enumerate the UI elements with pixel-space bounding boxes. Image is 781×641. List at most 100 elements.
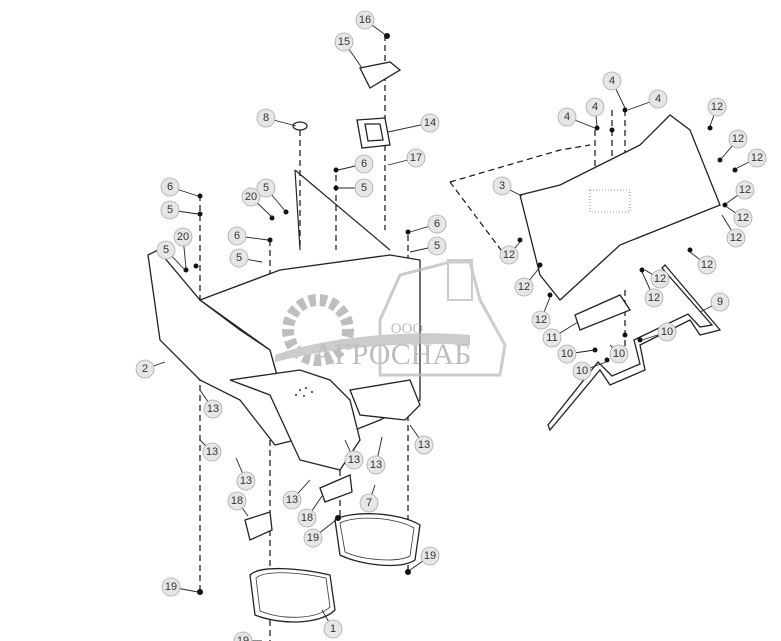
callout-left-6: 6: [227, 226, 269, 246]
callout-circle: [531, 310, 551, 330]
callout-right-12: 12: [689, 251, 717, 275]
callout-number: 3: [499, 180, 505, 192]
callout-left-13: 13: [199, 389, 223, 419]
callout-number: 12: [737, 212, 749, 224]
callout-number: 14: [424, 117, 436, 129]
callout-circle: [557, 107, 577, 127]
callout-number: 9: [717, 296, 723, 308]
callout-left-18: 18: [297, 495, 323, 528]
part-9-frame: [547, 264, 722, 432]
callout-left-19: 19: [303, 519, 337, 548]
callout-number: 12: [711, 101, 723, 113]
callout-left-13: 13: [235, 457, 256, 491]
callout-number: 6: [234, 230, 240, 242]
callout-circle: [359, 493, 379, 513]
callout-number: 19: [165, 581, 177, 593]
callout-right-10: 10: [609, 344, 629, 364]
callout-circle: [241, 187, 261, 207]
callout-number: 12: [654, 273, 666, 285]
callout-circle: [747, 148, 767, 168]
callout-number: 5: [167, 204, 173, 216]
callout-circle: [492, 176, 512, 196]
callout-number: 12: [518, 281, 530, 293]
callout-circle: [323, 619, 343, 639]
callout-right-12: 12: [531, 296, 551, 330]
callout-number: 5: [263, 182, 269, 194]
watermark-name: АГРОСНАБ: [313, 338, 472, 371]
callout-number: 12: [732, 133, 744, 145]
callout-right-10: 10: [641, 322, 677, 342]
callout-left-19: 19: [233, 631, 262, 641]
callout-left-13: 13: [282, 479, 311, 510]
callout-number: 12: [535, 314, 547, 326]
callout-number: 13: [286, 494, 298, 506]
callout-left-20: 20: [173, 227, 193, 269]
callout-circle: [227, 491, 247, 511]
callout-number: 1: [330, 623, 336, 635]
callout-number: 4: [564, 111, 570, 123]
callout-circle: [710, 292, 730, 312]
callout-number: 12: [503, 249, 515, 261]
callout-circle: [256, 178, 276, 198]
callout-circle: [735, 180, 755, 200]
callout-circle: [733, 208, 753, 228]
callout-number: 4: [592, 101, 598, 113]
callout-circle: [233, 631, 253, 641]
callout-circle: [354, 178, 374, 198]
part-1-seal-2: [334, 513, 421, 567]
callout-number: 15: [338, 36, 350, 48]
callout-number: 7: [366, 497, 372, 509]
callout-number: 13: [348, 454, 360, 466]
callout-right-12: 12: [644, 269, 670, 289]
callout-number: 12: [751, 152, 763, 164]
callout-right-12: 12: [726, 180, 755, 204]
callout-right-12: 12: [641, 271, 664, 308]
callout-circle: [414, 435, 434, 455]
callout-left-5: 5: [256, 178, 287, 213]
callout-number: 13: [370, 459, 382, 471]
callout-left-13: 13: [199, 439, 222, 462]
callout-circle: [354, 154, 374, 174]
part-18-pad: [244, 511, 273, 541]
callout-circle: [427, 214, 447, 234]
callout-left-14: 14: [387, 113, 440, 133]
callout-right-12: 12: [721, 214, 746, 248]
callout-circle: [160, 200, 180, 220]
callout-number: 5: [236, 252, 242, 264]
callout-right-12: 12: [514, 266, 541, 297]
callout-right-10: 10: [572, 361, 607, 381]
callout-circle: [406, 148, 426, 168]
callout-number: 4: [655, 93, 661, 105]
callout-right-9: 9: [699, 292, 730, 313]
callout-left-13: 13: [409, 424, 434, 455]
callout-circle: [173, 227, 193, 247]
callout-number: 12: [648, 292, 660, 304]
callout-circle: [236, 471, 256, 491]
callout-number: 4: [609, 75, 615, 87]
part-1-seal: [249, 567, 336, 623]
callout-number: 10: [661, 326, 673, 338]
part-3-floor-plate: [517, 107, 738, 432]
callout-circle: [602, 71, 622, 91]
callout-number: 16: [359, 14, 371, 26]
callout-right-12: 12: [726, 206, 753, 228]
callout-right-12: 12: [499, 241, 521, 265]
callout-number: 5: [434, 240, 440, 252]
callout-circle: [557, 344, 577, 364]
callout-circle: [203, 399, 223, 419]
callout-number: 19: [424, 550, 436, 562]
callout-left-16: 16: [355, 10, 388, 37]
callout-left-6: 6: [337, 154, 374, 174]
callout-left-5: 5: [338, 178, 374, 198]
callout-right-4: 4: [602, 71, 626, 109]
callout-circle: [366, 455, 386, 475]
callout-left-13: 13: [366, 436, 386, 475]
callout-number: 19: [237, 635, 249, 641]
callout-right-12: 12: [736, 148, 767, 169]
callout-circle: [644, 288, 664, 308]
callout-left-1: 1: [321, 609, 343, 639]
callout-circle: [542, 328, 562, 348]
callout-number: 8: [263, 112, 269, 124]
callout-circle: [697, 255, 717, 275]
callout-left-5: 5: [409, 236, 447, 256]
